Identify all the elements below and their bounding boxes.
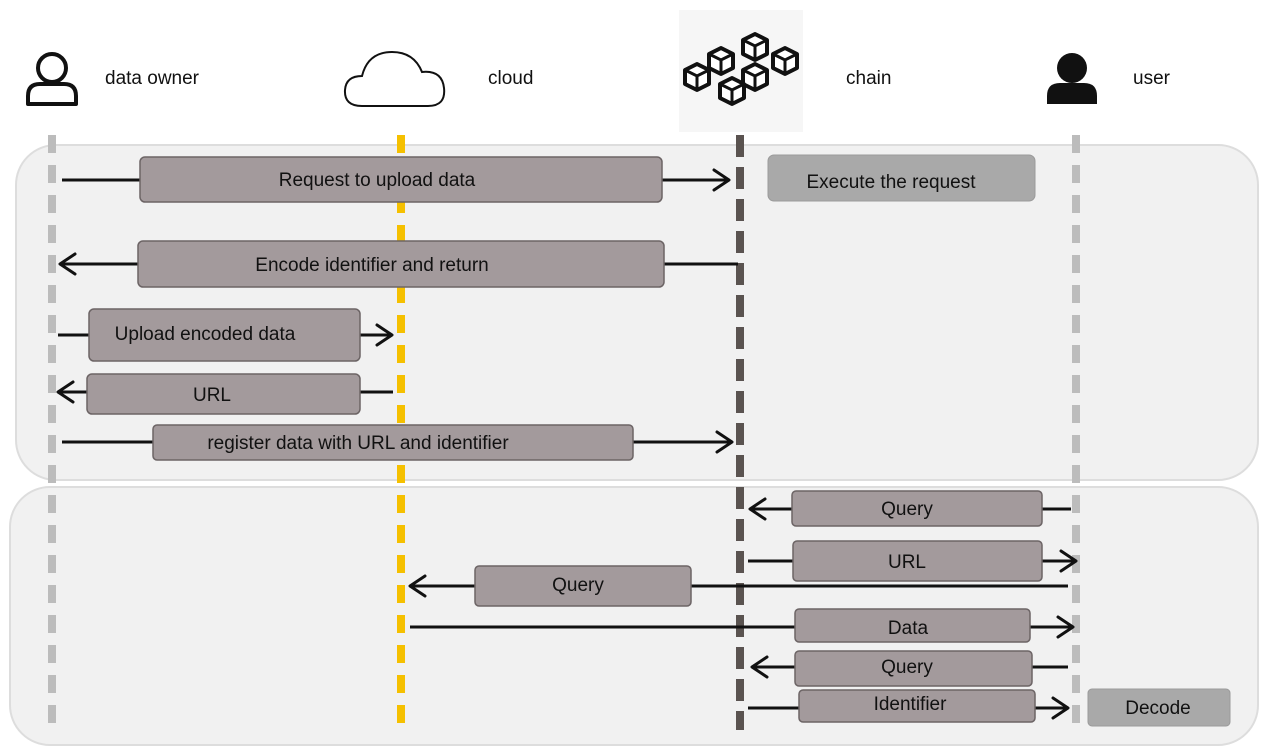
actor-label-user: user: [1133, 68, 1171, 89]
message-label: register data with URL and identifier: [207, 433, 509, 454]
message-url-return: URL: [56, 373, 393, 415]
message-encode-identifier: Encode identifier and return: [58, 240, 738, 288]
message-query-cloud: Query: [408, 565, 1068, 607]
actor-label-cloud: cloud: [488, 68, 533, 89]
note-decode: Decode: [1087, 688, 1231, 727]
message-label: Query: [552, 575, 604, 596]
note-label: Execute the request: [807, 172, 977, 193]
message-label: URL: [888, 552, 926, 573]
phase-query-background: [9, 486, 1259, 746]
message-request-upload: Request to upload data: [62, 156, 731, 203]
message-label: Data: [888, 618, 929, 639]
message-label: Upload encoded data: [115, 324, 296, 345]
note-label: Decode: [1125, 698, 1191, 719]
message-query-chain: Query: [748, 490, 1071, 527]
message-label: Encode identifier and return: [255, 255, 488, 276]
message-query-chain-2: Query: [750, 650, 1068, 687]
person-filled-icon: [1047, 53, 1097, 104]
message-upload-encoded: Upload encoded data: [58, 308, 394, 362]
message-register-data: register data with URL and identifier: [62, 424, 734, 461]
message-label: Request to upload data: [279, 170, 476, 191]
message-label: Identifier: [874, 694, 948, 715]
blockchain-cubes-icon: [679, 10, 803, 132]
note-execute-request: Execute the request: [767, 154, 1036, 202]
message-url-to-user: URL: [748, 540, 1078, 582]
message-data-to-user: Data: [410, 608, 1075, 643]
actor-label-data-owner: data owner: [105, 68, 200, 89]
message-label: Query: [881, 657, 933, 678]
actor-label-chain: chain: [846, 68, 891, 89]
cloud-outline-icon: [343, 50, 446, 107]
message-label: Query: [881, 499, 933, 520]
message-identifier: Identifier: [748, 689, 1070, 723]
message-label: URL: [193, 385, 231, 406]
person-outline-icon: [26, 52, 78, 106]
